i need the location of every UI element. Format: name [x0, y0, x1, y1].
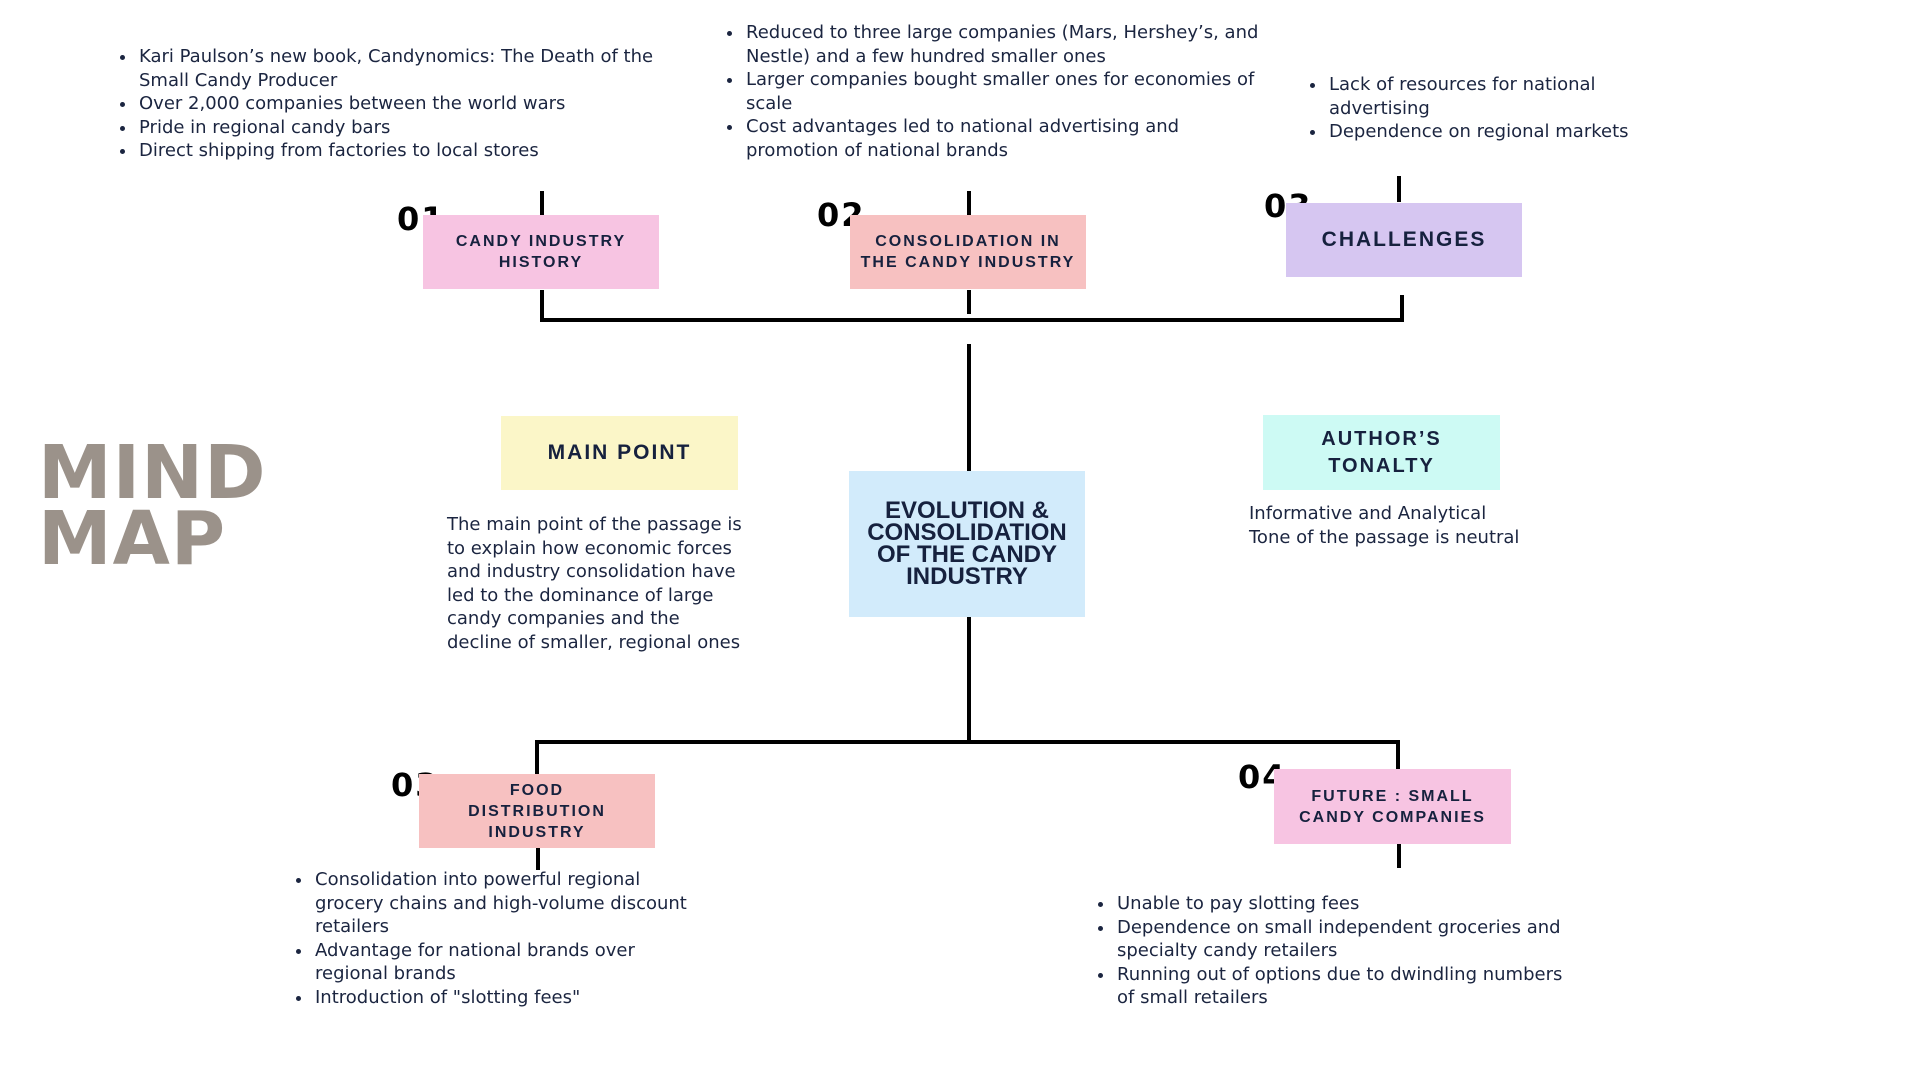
tonality-line-1: Informative and Analytical: [1249, 503, 1487, 524]
top-middle-tick: [967, 191, 971, 217]
bottom-right-drop: [1396, 740, 1400, 771]
future-small-candy-bullets: Unable to pay slotting fees Dependence o…: [1093, 892, 1585, 1010]
list-item: Direct shipping from factories to local …: [137, 139, 657, 163]
food-distribution-bullets: Consolidation into powerful regional gro…: [291, 868, 703, 1009]
authors-tonality-text: Informative and Analytical Tone of the p…: [1249, 502, 1549, 549]
bottom-left-drop: [535, 740, 539, 775]
list-item: Reduced to three large companies (Mars, …: [744, 21, 1264, 68]
central-topic-box: EVOLUTION & CONSOLIDATION OF THE CANDY I…: [849, 471, 1085, 617]
bottom-horizontal-connector: [535, 740, 1400, 744]
list-item: Consolidation into powerful regional gro…: [313, 868, 703, 939]
top-left-drop: [540, 290, 544, 322]
list-item: Over 2,000 companies between the world w…: [137, 92, 657, 116]
title-line-2: MAP: [38, 496, 227, 582]
bottom-left-tick: [536, 848, 540, 870]
consolidation-bullets: Reduced to three large companies (Mars, …: [722, 21, 1264, 162]
bottom-right-tick: [1397, 844, 1401, 868]
tonality-line-2: Tone of the passage is neutral: [1249, 526, 1520, 548]
list-item: Dependence on regional markets: [1327, 120, 1667, 144]
list-item: Lack of resources for national advertisi…: [1327, 73, 1667, 120]
top-left-tick: [540, 191, 544, 217]
title-line-1: MIND: [38, 430, 267, 516]
list-item: Larger companies bought smaller ones for…: [744, 68, 1264, 115]
main-point-box: MAIN POINT: [501, 416, 738, 490]
list-item: Kari Paulson’s new book, Candynomics: Th…: [137, 45, 657, 92]
candy-industry-history-bullets: Kari Paulson’s new book, Candynomics: Th…: [115, 45, 657, 163]
authors-tonality-box: AUTHOR’S TONALTY: [1263, 415, 1500, 490]
food-distribution-box: FOOD DISTRIBUTION INDUSTRY: [419, 774, 655, 848]
top-middle-drop: [967, 290, 971, 314]
center-lower-trunk: [967, 616, 971, 744]
top-right-tick: [1397, 176, 1401, 202]
list-item: Introduction of "slotting fees": [313, 986, 703, 1010]
top-horizontal-connector: [541, 318, 1404, 322]
challenges-box: CHALLENGES: [1286, 203, 1522, 277]
top-right-drop: [1400, 295, 1404, 322]
main-point-text: The main point of the passage is to expl…: [447, 514, 742, 653]
list-item: Advantage for national brands over regio…: [313, 939, 703, 986]
list-item: Dependence on small independent grocerie…: [1115, 916, 1585, 963]
mind-map-title: MIND MAP: [38, 430, 267, 582]
list-item: Pride in regional candy bars: [137, 116, 657, 140]
list-item: Unable to pay slotting fees: [1115, 892, 1585, 916]
future-small-candy-box: FUTURE : SMALL CANDY COMPANIES: [1274, 769, 1511, 844]
consolidation-box: CONSOLIDATION IN THE CANDY INDUSTRY: [850, 215, 1086, 289]
candy-industry-history-box: CANDY INDUSTRY HISTORY: [423, 215, 659, 289]
list-item: Cost advantages led to national advertis…: [744, 115, 1264, 162]
challenges-bullets: Lack of resources for national advertisi…: [1305, 73, 1667, 144]
list-item: Running out of options due to dwindling …: [1115, 963, 1585, 1010]
center-upper-trunk: [967, 344, 971, 472]
